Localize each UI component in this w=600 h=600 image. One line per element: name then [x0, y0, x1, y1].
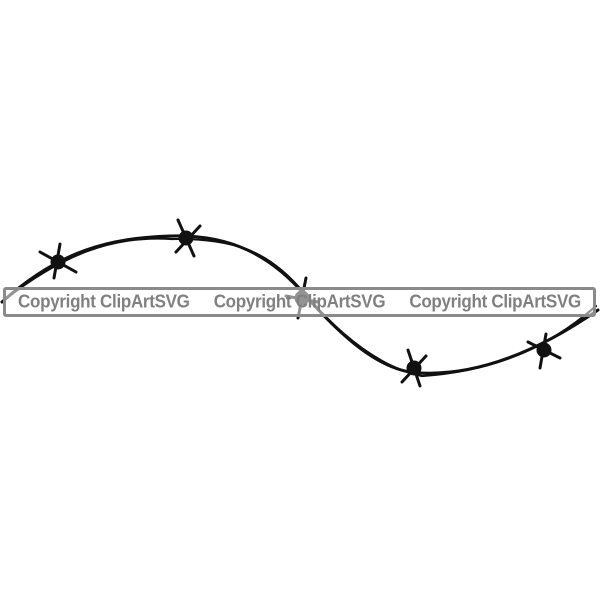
barb-icon	[174, 218, 202, 258]
barb-icon	[400, 348, 428, 388]
watermark-text: Copyright ClipArtSVG	[409, 291, 581, 312]
barb-icon	[526, 332, 562, 370]
copyright-watermark-banner: Copyright ClipArtSVG Copyright ClipArtSV…	[3, 287, 596, 317]
barb-icon	[38, 242, 78, 280]
watermark-text: Copyright ClipArtSVG	[213, 291, 386, 312]
watermark-text: Copyright ClipArtSVG	[18, 291, 190, 312]
